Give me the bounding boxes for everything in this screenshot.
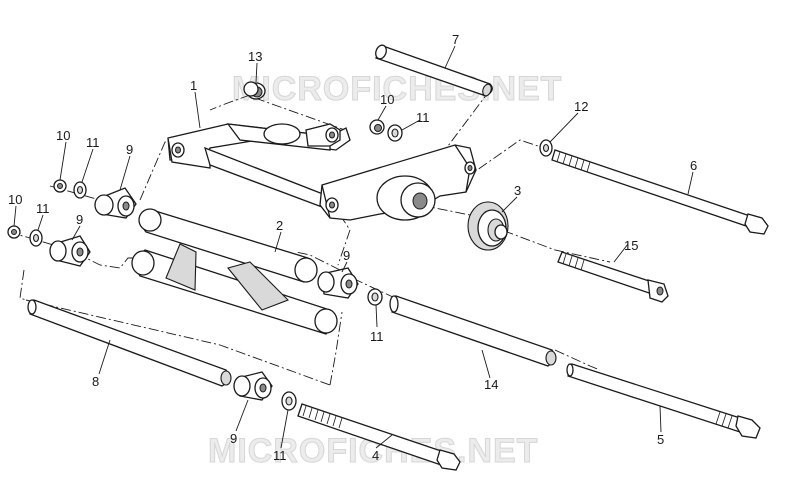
callout-11-mid: 11 [370, 329, 384, 344]
callout-5: 5 [657, 432, 664, 447]
callout-10-lower-left: 10 [8, 192, 22, 207]
part-2-crossmember [131, 208, 338, 335]
part-9-bushing-bottom [233, 371, 273, 401]
callout-10-upper-left: 10 [56, 128, 70, 143]
callout-9-mid: 9 [343, 248, 350, 263]
part-10-nut-upper [369, 119, 385, 135]
callout-1: 1 [190, 78, 197, 93]
callout-9-bottom: 9 [230, 431, 237, 446]
callout-15: 15 [624, 238, 638, 253]
callout-labels: 1 2 3 4 5 6 7 8 9 9 9 9 10 10 10 11 11 1… [8, 32, 697, 463]
callout-11-bottom: 11 [273, 448, 287, 463]
callout-11-upper-left: 11 [86, 135, 100, 150]
part-14-pin [389, 295, 557, 367]
callout-14: 14 [484, 377, 498, 392]
part-11-washer-mid [367, 288, 383, 306]
callout-10-upper-right: 10 [380, 92, 394, 107]
callout-11-lower-left: 11 [36, 201, 50, 216]
callout-9-lower-left: 9 [76, 212, 83, 227]
watermark-top: MICROFICHES.NET [232, 70, 562, 108]
callout-11-upper-right: 11 [416, 110, 430, 125]
part-10-nut-lower-left [7, 225, 21, 239]
callout-9-upper-left: 9 [126, 142, 133, 157]
part-3-rubber-mount [467, 201, 509, 251]
part-13-nut [243, 81, 266, 100]
callout-4: 4 [372, 448, 379, 463]
part-7-pivot-pin [375, 44, 493, 97]
part-4-bolt [297, 403, 461, 471]
part-15-bolt [557, 251, 669, 303]
part-11-washer-upper [387, 124, 403, 142]
part-11-washer-bottom [281, 391, 297, 411]
callout-12: 12 [574, 99, 588, 114]
part-8-long-pin [27, 299, 232, 387]
part-10-nut-upper-left [53, 179, 67, 193]
callout-6: 6 [690, 158, 697, 173]
part-11-washer-lower-left [29, 229, 43, 247]
part-1-swingarm-frame [167, 123, 477, 221]
part-5-long-bolt [566, 363, 761, 439]
part-6-bolt [551, 149, 769, 235]
part-9-bushing-lower-left [49, 235, 91, 267]
callout-2: 2 [276, 218, 283, 233]
part-9-bushing-mid [317, 267, 359, 299]
callout-7: 7 [452, 32, 459, 47]
part-11-washer-upper-left [73, 181, 87, 199]
part-12-washer [539, 139, 553, 157]
leader-lines [13, 45, 694, 449]
callout-8: 8 [92, 374, 99, 389]
callout-13: 13 [248, 49, 262, 64]
part-9-bushing-upper-left [94, 187, 137, 219]
callout-3: 3 [514, 183, 521, 198]
